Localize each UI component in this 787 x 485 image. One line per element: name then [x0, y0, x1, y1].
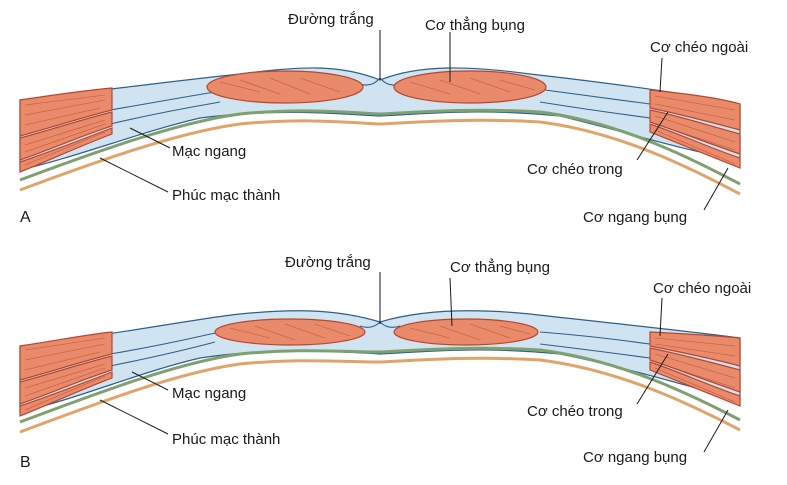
panel-b-fascia-line-2: [109, 341, 216, 367]
panel-b-rectus-left: [214, 318, 366, 346]
panel-a-rectus-left: [206, 70, 364, 104]
panel-b-label-peritoneum: Phúc mạc thành: [172, 431, 280, 448]
panel-b-fascia-line-3: [539, 331, 651, 345]
panel-b-leader-transversalis: [131, 371, 169, 391]
panel-b-label-rectus: Cơ thẳng bụng: [450, 258, 550, 276]
panel-a-rectus-right: [393, 70, 547, 104]
panel-a: [19, 67, 741, 196]
panel-a-left-fibers: [24, 94, 106, 166]
panel-b-leader-external-oblique: [659, 297, 663, 337]
panel-a-label-linea-alba: Đường trắng: [288, 11, 374, 28]
panel-b-left-muscle-internal: [19, 355, 113, 405]
panel-b-fascia-line-4: [539, 343, 651, 359]
panel-a-right-fibers: [654, 95, 736, 165]
panel-a-leaders: [99, 30, 729, 211]
panel-a-leader-transversus: [703, 167, 729, 211]
panel-a-leader-external-oblique: [659, 57, 663, 93]
panel-b-right-muscle-transversus: [649, 361, 741, 407]
panel-b-fascia-line-1: [109, 331, 221, 355]
panel-b-letter: B: [20, 454, 31, 471]
panel-a-label-rectus: Cơ thẳng bụng: [425, 16, 525, 34]
panel-a-rectus-fibers: [219, 77, 536, 95]
panel-a-right-muscle-transversus: [649, 123, 741, 169]
panel-b-leader-internal-oblique: [636, 353, 669, 405]
panel-a-peritoneum-band: [19, 118, 741, 196]
panel-a-label-peritoneum: Phúc mạc thành: [172, 187, 280, 204]
panel-b-label-transversalis: Mạc ngang: [172, 385, 246, 402]
panel-a-label-internal-oblique: Cơ chéo trong: [527, 161, 623, 178]
panel-b-right-fibers: [654, 337, 736, 403]
panel-a-right-muscle-external: [649, 89, 741, 131]
panel-b-rectus-fibers: [229, 323, 531, 341]
panel-b-leaders: [99, 272, 729, 453]
panel-a-fascia-sheath: [19, 67, 741, 171]
panel-a-fascia-line-3: [544, 89, 651, 105]
panel-b-leader-rectus: [449, 277, 453, 327]
panel-a-leader-transversalis: [129, 127, 171, 149]
panel-a-labels: Đường trắng Cơ thẳng bụng Cơ chéo ngoài …: [20, 11, 748, 226]
panel-a-transversalis-band: [19, 108, 741, 186]
panel-b: [19, 310, 741, 434]
panel-b-rectus-right: [393, 318, 539, 346]
panel-b-label-external-oblique: Cơ chéo ngoài: [653, 280, 751, 297]
panel-a-label-external-oblique: Cơ chéo ngoài: [650, 39, 748, 56]
panel-b-label-linea-alba: Đường trắng: [285, 254, 371, 271]
panel-a-label-transversalis: Mạc ngang: [172, 143, 246, 160]
panel-a-label-transversus: Cơ ngang bụng: [583, 209, 687, 226]
panel-a-leader-internal-oblique: [636, 111, 669, 161]
panel-b-left-muscle-external: [19, 331, 113, 381]
panel-b-transversalis-band: [19, 346, 741, 424]
panel-b-left-fibers: [24, 337, 106, 411]
panel-b-leader-transversus: [703, 409, 729, 453]
panel-a-left-muscle-external: [19, 87, 113, 137]
panel-b-leader-peritoneum: [99, 399, 169, 435]
panel-b-labels: Đường trắng Cơ thẳng bụng Cơ chéo ngoài …: [20, 254, 751, 471]
panel-b-right-muscle-external: [649, 331, 741, 367]
panel-a-left-muscle-internal: [19, 111, 113, 161]
panel-a-fascia-line-2: [109, 101, 221, 125]
panel-a-left-muscle-transversus: [19, 127, 113, 173]
panel-a-leader-peritoneum: [99, 157, 169, 193]
panel-a-fascia-line-4: [539, 101, 651, 119]
panel-b-label-transversus: Cơ ngang bụng: [583, 449, 687, 466]
panel-b-peritoneum-band: [19, 356, 741, 434]
panel-a-letter: A: [20, 209, 31, 226]
panel-b-label-internal-oblique: Cơ chéo trong: [527, 403, 623, 420]
